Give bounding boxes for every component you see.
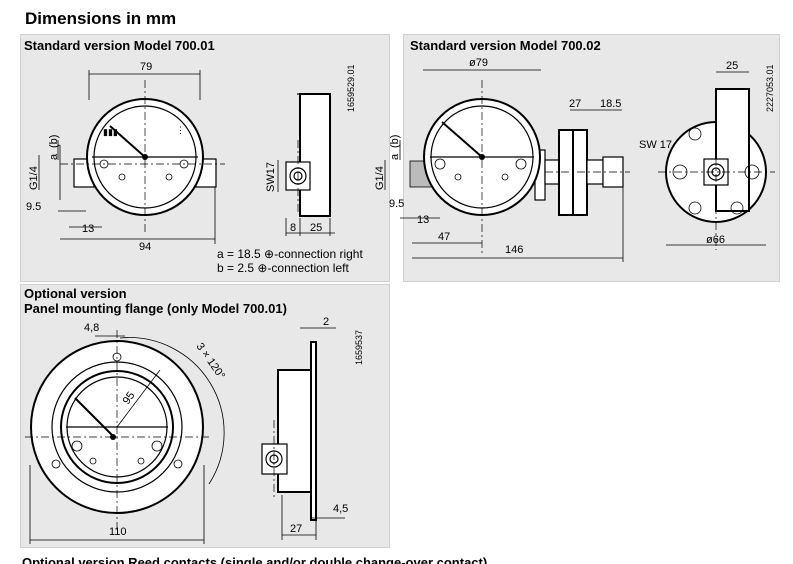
dim-a-700-02: a <box>389 153 401 160</box>
dim-3x120: 3 × 120° <box>194 341 228 382</box>
dim-g14-700-02: G1/4 <box>374 166 386 190</box>
dim-146-700-02: 146 <box>505 244 523 256</box>
drawing-no-700-01: 1659529.01 <box>346 64 356 112</box>
gauge-700-02-side <box>658 71 775 250</box>
drawing-no-flange: 1659537 <box>354 330 364 365</box>
dim-a-700-01: a <box>48 153 60 160</box>
gauge-700-02-front <box>384 69 630 262</box>
dim-27-flange: 27 <box>290 523 302 535</box>
note-a: a = 18.5 ⊕-connection right <box>217 247 363 261</box>
dim-94-700-01: 94 <box>139 241 151 253</box>
dim-13-700-01: 13 <box>82 223 94 235</box>
dim-95: 95 <box>121 390 138 407</box>
dim-25-700-01: 25 <box>310 222 322 234</box>
heading-700-02: Standard version Model 700.02 <box>410 38 601 53</box>
dim-9-5-700-01: 9.5 <box>26 201 41 213</box>
dim-110: 110 <box>109 526 127 538</box>
heading-flange: Panel mounting flange (only Model 700.01… <box>24 301 287 316</box>
bottom-cut-heading: Optional version Reed contacts (single a… <box>22 555 488 564</box>
dim-b-700-01: (b) <box>48 135 60 148</box>
dim-4-8: 4,8 <box>84 322 99 334</box>
flange-side <box>261 327 345 540</box>
gauge-700-01-front: ▮▮▮ ⋮ <box>38 70 225 244</box>
dim-sw17-700-01: SW17 <box>265 162 277 192</box>
dim-4-5: 4,5 <box>333 503 348 515</box>
dim-8-700-01: 8 <box>290 222 296 234</box>
dim-2: 2 <box>323 316 329 328</box>
dim-18-5-700-02: 18.5 <box>600 98 621 110</box>
dim-g14-700-01: G1/4 <box>28 166 40 190</box>
page-title: Dimensions in mm <box>25 9 177 28</box>
dim-9-5-700-02: 9.5 <box>389 198 404 210</box>
dim-27-700-02: 27 <box>569 98 581 110</box>
note-b: b = 2.5 ⊕-connection left <box>217 261 349 275</box>
flange-front <box>25 330 225 544</box>
heading-700-01: Standard version Model 700.01 <box>24 38 215 53</box>
dim-b-700-02: (b) <box>389 135 401 148</box>
drawing-no-700-02: 2227053.01 <box>765 64 775 112</box>
svg-text:▮▮▮: ▮▮▮ <box>103 127 118 137</box>
dim-sw17-700-02: SW 17 <box>639 139 672 151</box>
dim-25-700-02: 25 <box>726 60 738 72</box>
dim-66-700-02: ø66 <box>706 234 725 246</box>
dim-79-700-01: 79 <box>140 61 152 73</box>
dim-13-700-02: 13 <box>417 214 429 226</box>
svg-text:⋮: ⋮ <box>176 125 185 135</box>
dim-79-700-02: ø79 <box>469 57 488 69</box>
dim-47-700-02: 47 <box>438 231 450 243</box>
heading-optional: Optional version <box>24 286 127 301</box>
gauge-700-01-side <box>277 93 335 236</box>
